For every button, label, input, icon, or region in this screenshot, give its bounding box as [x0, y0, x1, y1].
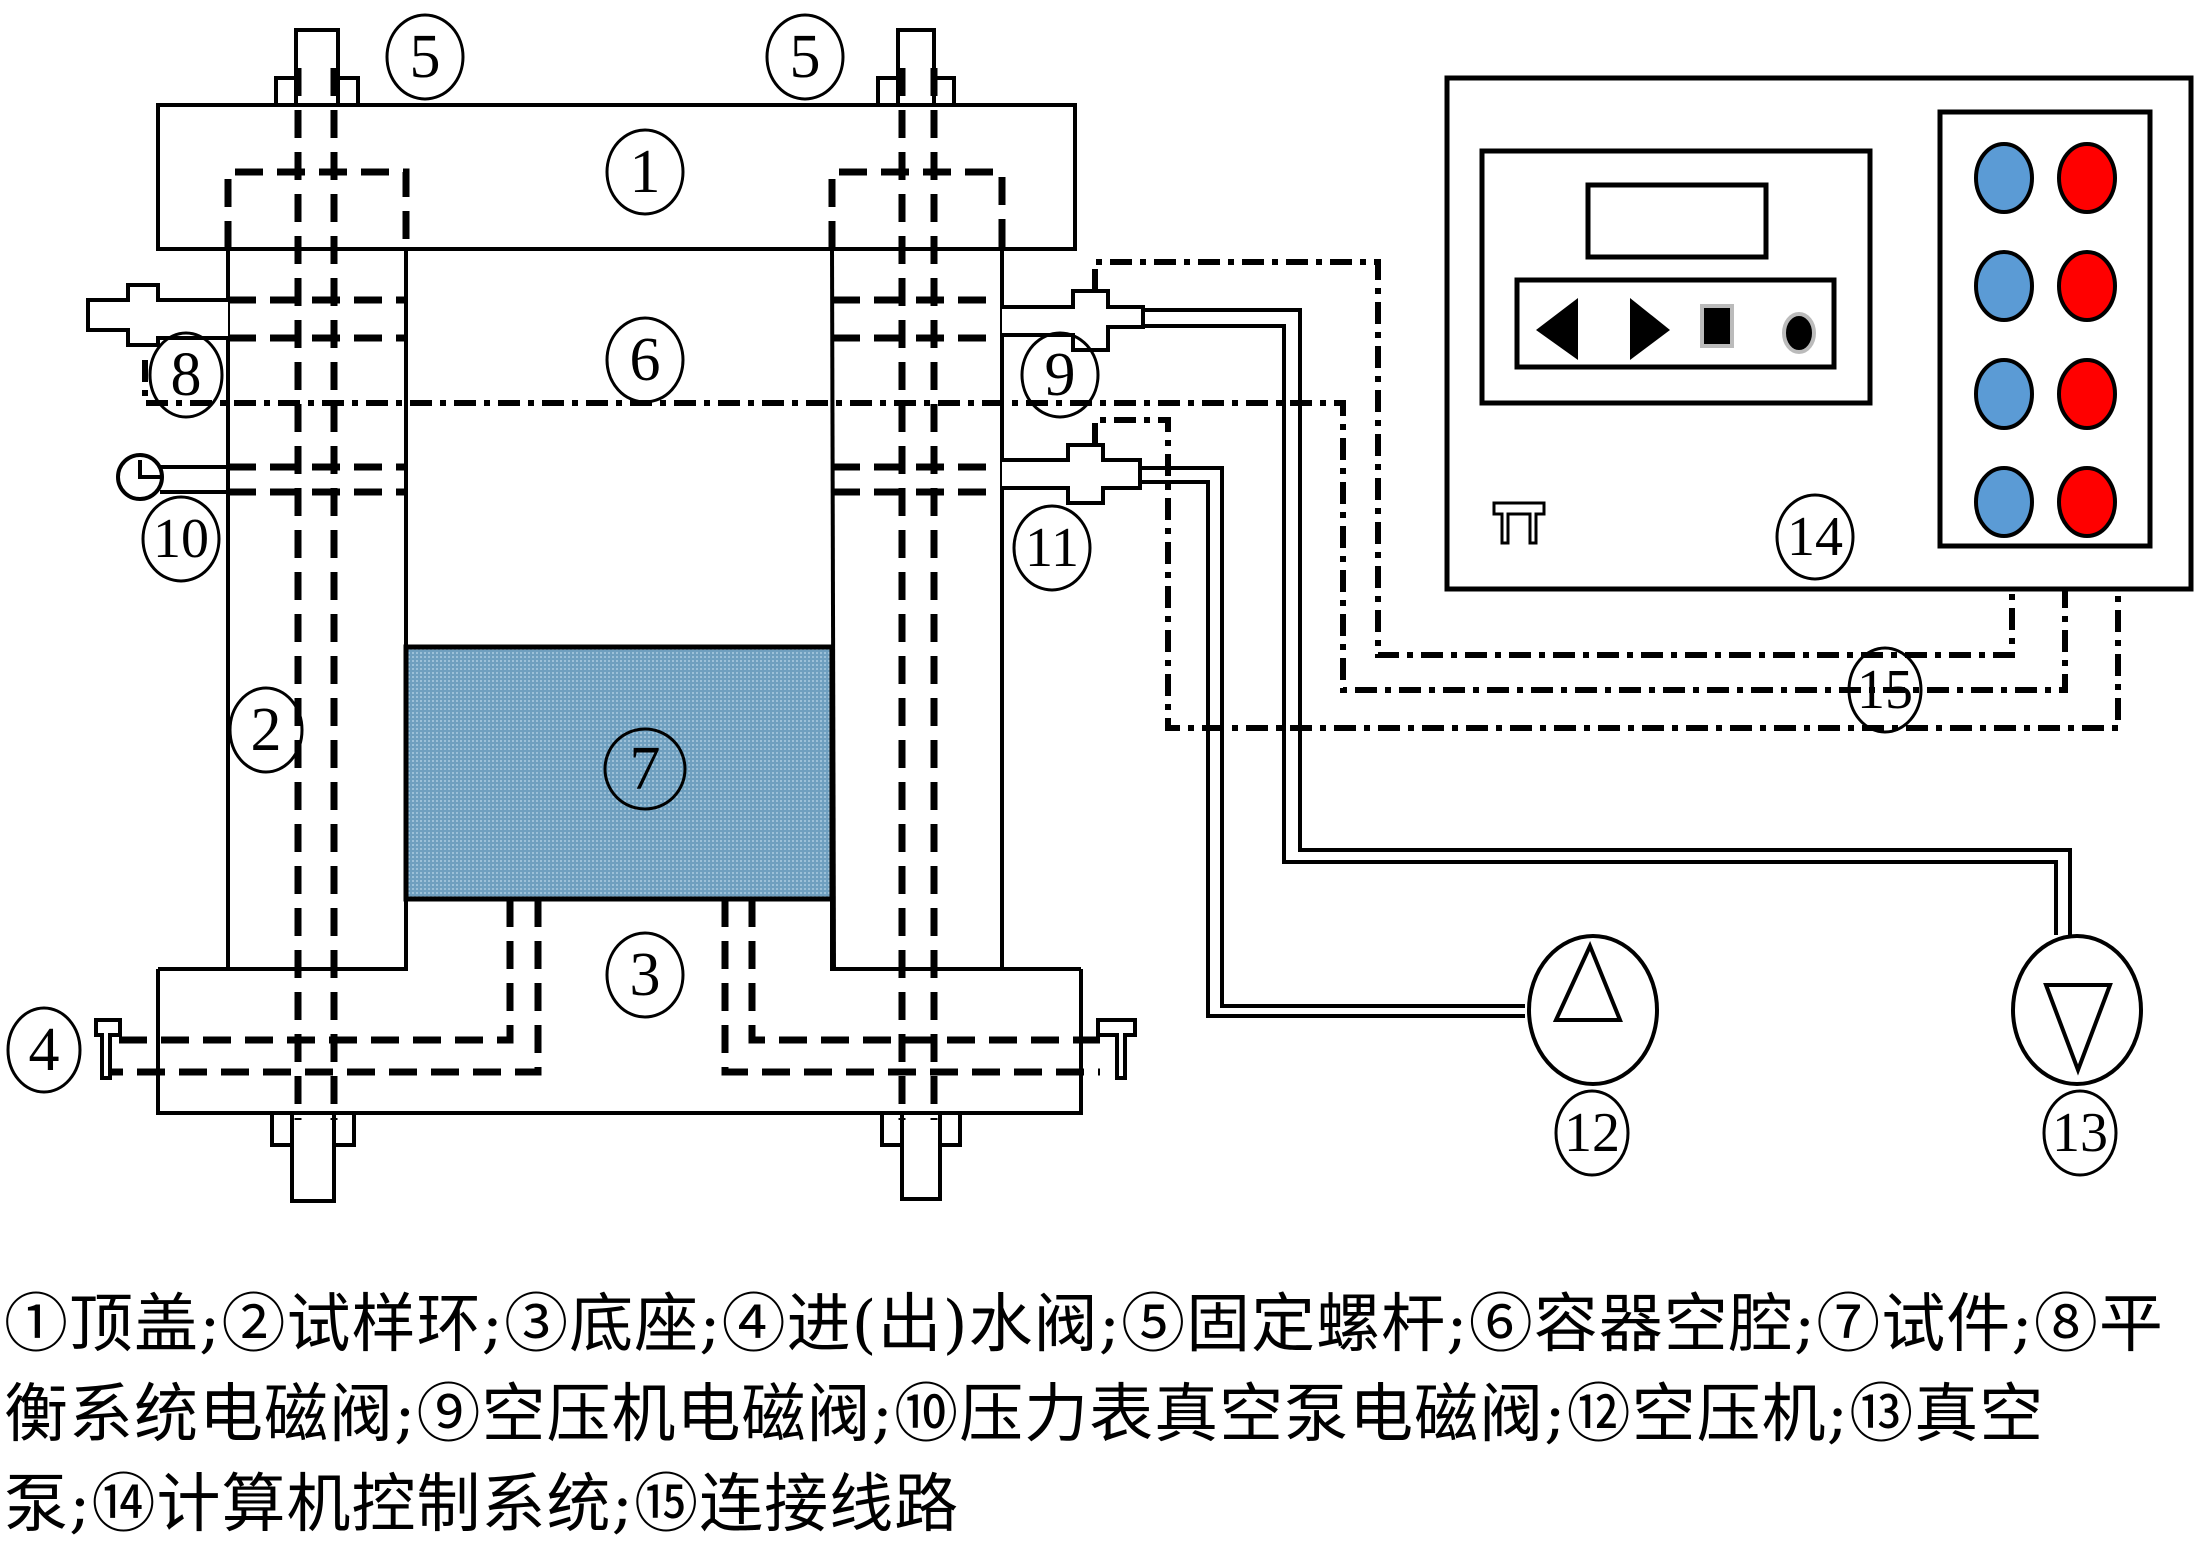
indicator-red-3 — [2057, 358, 2117, 430]
label-8: 8 — [171, 341, 202, 409]
record-button-icon[interactable] — [1782, 312, 1816, 354]
indicator-red-4 — [2057, 466, 2117, 538]
compressor-up-icon — [1552, 940, 1623, 1022]
stop-button-icon[interactable] — [1700, 304, 1734, 348]
label-11: 11 — [1025, 517, 1079, 579]
controller-buttons — [1536, 298, 1816, 360]
label-7: 7 — [630, 735, 661, 803]
indicator-blue-3 — [1974, 358, 2034, 430]
label-1: 1 — [630, 138, 661, 206]
label-14: 14 — [1787, 506, 1843, 568]
bolt-bottom-left — [270, 1111, 356, 1203]
valve-11 — [1002, 443, 1142, 505]
water-valve-right — [1096, 1018, 1137, 1080]
figure-caption: ①顶盖;②试样环;③底座;④进(出)水阀;⑤固定螺杆;⑥容器空腔;⑦试件;⑧平衡… — [4, 1280, 2184, 1550]
display-screen — [1585, 182, 1769, 260]
vacuum-down-icon — [2043, 983, 2113, 1076]
water-valve-left — [94, 1018, 122, 1080]
pipe-to-compressor — [1140, 466, 1525, 1008]
indicator-blue-4 — [1974, 466, 2034, 538]
label-3: 3 — [630, 941, 661, 1009]
bolt-top-right — [876, 28, 956, 107]
label-5-right: 5 — [790, 23, 821, 91]
label-15: 15 — [1857, 659, 1913, 721]
compressor-valve — [1002, 289, 1145, 352]
label-5-left: 5 — [410, 23, 441, 91]
top-cover — [156, 103, 1077, 251]
label-6: 6 — [630, 326, 661, 394]
wiring — [142, 259, 2121, 731]
bolt-top-left — [274, 28, 360, 107]
indicator-blue-2 — [1974, 250, 2034, 322]
specimen — [403, 644, 835, 902]
indicator-red-1 — [2057, 142, 2117, 214]
pipe-to-vacuum — [1143, 308, 2072, 935]
indicator-lights — [1974, 142, 2117, 538]
balance-valve — [86, 283, 228, 347]
label-9: 9 — [1045, 341, 1076, 409]
label-2: 2 — [251, 696, 282, 764]
label-13: 13 — [2052, 1102, 2108, 1164]
indicator-red-2 — [2057, 250, 2117, 322]
label-10: 10 — [153, 508, 209, 570]
label-12: 12 — [1564, 1102, 1620, 1164]
caption-text: ①顶盖;②试样环;③底座;④进(出)水阀;⑤固定螺杆;⑥容器空腔;⑦试件;⑧平衡… — [4, 1288, 2164, 1542]
stand-icon — [1492, 501, 1546, 545]
label-4: 4 — [29, 1016, 60, 1084]
indicator-panel — [1937, 109, 2153, 549]
prev-button-icon[interactable] — [1536, 298, 1578, 360]
next-button-icon[interactable] — [1630, 298, 1670, 360]
bolt-bottom-right — [880, 1111, 962, 1201]
indicator-blue-1 — [1974, 142, 2034, 214]
